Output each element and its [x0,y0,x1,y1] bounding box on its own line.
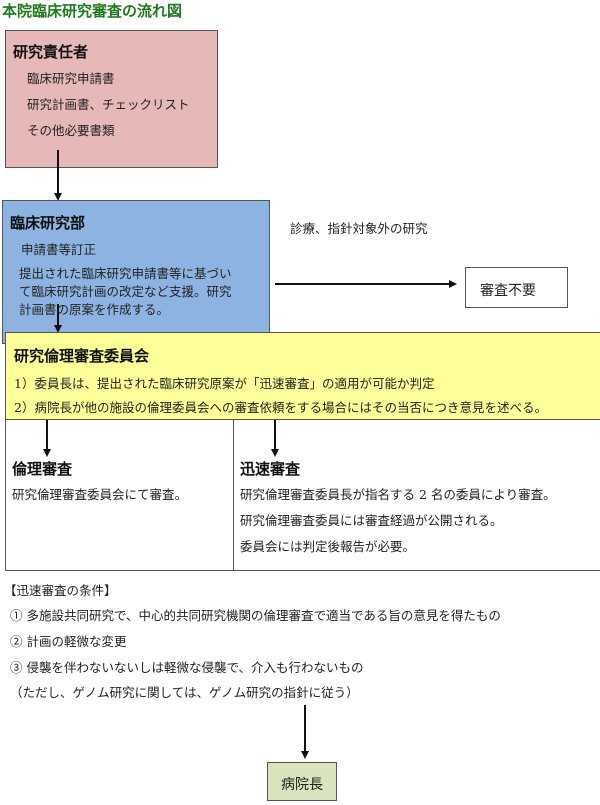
no-review-label: 審査不要 [480,283,536,299]
rapid-review-item: 研究倫理審査委員には審査経過が公開される。 [240,513,503,528]
clinical-dept-item: 提出された臨床研究申請書等に基づい [19,266,232,281]
clinical-dept-item: 申請書等訂正 [21,242,97,257]
arrow-line [274,420,276,450]
clinical-dept-item: て臨床研究計画の改定など支援。研究 [19,284,232,299]
condition-item: ② 計画の軽微な変更 [10,634,127,649]
clinical-dept-box: 臨床研究部 申請書等訂正 提出された臨床研究申請書等に基づい て臨床研究計画の改… [2,200,270,344]
arrow-down-icon [43,449,51,457]
rapid-review-heading: 迅速審査 [240,460,301,478]
arrow-line [304,705,306,752]
arrow-line [275,283,450,285]
rapid-review-box: 迅速審査 研究倫理審査委員長が指名する 2 名の委員により審査。 研究倫理審査委… [233,419,600,571]
diagram-title: 本院臨床研究審査の流れ図 [2,2,183,20]
committee-heading: 研究倫理審査委員会 [14,347,150,365]
side-branch-label: 診療、指針対象外の研究 [290,221,428,236]
rapid-review-item: 委員会には判定後報告が必要。 [240,539,416,554]
ethics-review-item: 研究倫理審査委員会にて審査。 [12,487,188,502]
researcher-heading: 研究責任者 [13,43,89,61]
no-review-box: 審査不要 [465,267,568,308]
arrow-down-icon [54,325,62,333]
committee-item: 2）病院長が他の施設の倫理委員会への審査依頼をする場合にはその当否につき意見を述… [14,400,547,415]
researcher-box: 研究責任者 臨床研究申請書 研究計画書、チェックリスト その他必要書類 [5,30,218,168]
ethics-review-box: 倫理審査 研究倫理審査委員会にて審査。 [5,419,234,571]
committee-box: 研究倫理審査委員会 1）委員長は、提出された臨床研究原案が「迅速審査」の適用が可… [5,332,600,420]
condition-item: ③ 侵襲を伴わないないしは軽微な侵襲で、介入も行わないもの [10,660,364,675]
committee-item: 1）委員長は、提出された臨床研究原案が「迅速審査」の適用が可能か判定 [14,376,435,391]
director-box: 病院長 [267,762,337,801]
arrow-line [57,304,59,326]
conditions-heading: 【迅速審査の条件】 [4,583,117,598]
researcher-item: その他必要書類 [27,123,115,138]
clinical-dept-item: 計画書の原案を作成する。 [19,302,170,317]
researcher-item: 研究計画書、チェックリスト [27,97,190,112]
researcher-item: 臨床研究申請書 [27,71,115,86]
clinical-dept-heading: 臨床研究部 [10,214,86,232]
arrow-right-icon [449,280,457,288]
arrow-down-icon [271,449,279,457]
condition-item: （ただし、ゲノム研究に関しては、ゲノム研究の指針に従う） [10,685,359,700]
arrow-line [46,420,48,450]
arrow-down-icon [301,751,309,759]
director-label: 病院長 [281,777,323,793]
ethics-review-heading: 倫理審査 [12,460,73,478]
rapid-review-item: 研究倫理審査委員長が指名する 2 名の委員により審査。 [240,487,556,502]
condition-item: ① 多施設共同研究で、中心的共同研究機関の倫理審査で適当である旨の意見を得たもの [10,608,501,623]
arrow-line [57,150,59,194]
arrow-down-icon [54,193,62,201]
